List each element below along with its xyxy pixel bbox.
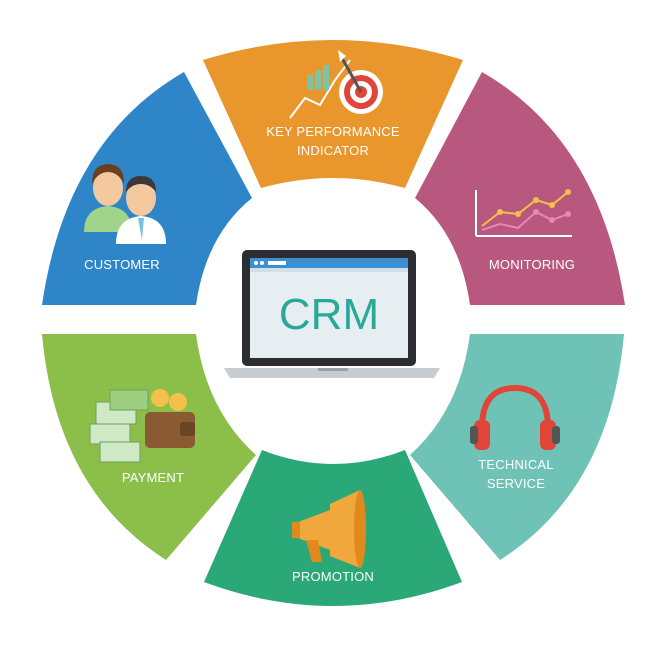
segment-payment: PAYMENT <box>42 334 256 560</box>
segment-technical-label-line-1: TECHNICAL <box>478 457 553 472</box>
segment-monitoring-shape <box>415 72 625 305</box>
segment-technical-service: TECHNICAL SERVICE <box>410 334 624 560</box>
segment-monitoring: MONITORING <box>415 72 625 305</box>
segment-promotion: PROMOTION <box>204 450 462 606</box>
segment-technical-label-line-2: SERVICE <box>487 476 545 491</box>
center-crm-label: CRM <box>279 290 379 339</box>
segment-kpi-label-line-1: KEY PERFORMANCE <box>266 124 400 139</box>
segment-kpi-shape <box>203 40 463 188</box>
segment-kpi-label-line-2: INDICATOR <box>297 143 369 158</box>
line-chart-icon <box>475 189 572 237</box>
segment-customer-label: CUSTOMER <box>84 257 160 272</box>
megaphone-icon <box>292 490 366 568</box>
segment-customer: CUSTOMER <box>42 72 252 305</box>
segment-promotion-label: PROMOTION <box>292 569 374 584</box>
center-laptop: CRM <box>205 187 461 443</box>
wallet-money-icon <box>89 389 195 463</box>
laptop-icon <box>224 250 440 378</box>
segment-monitoring-label: MONITORING <box>489 257 575 272</box>
people-icon <box>84 164 166 244</box>
segment-technical-shape <box>410 334 624 560</box>
segment-payment-label: PAYMENT <box>122 470 184 485</box>
segment-kpi: KEY PERFORMANCE INDICATOR <box>203 40 463 188</box>
headphones-icon <box>470 384 560 450</box>
target-chart-icon <box>289 50 383 119</box>
